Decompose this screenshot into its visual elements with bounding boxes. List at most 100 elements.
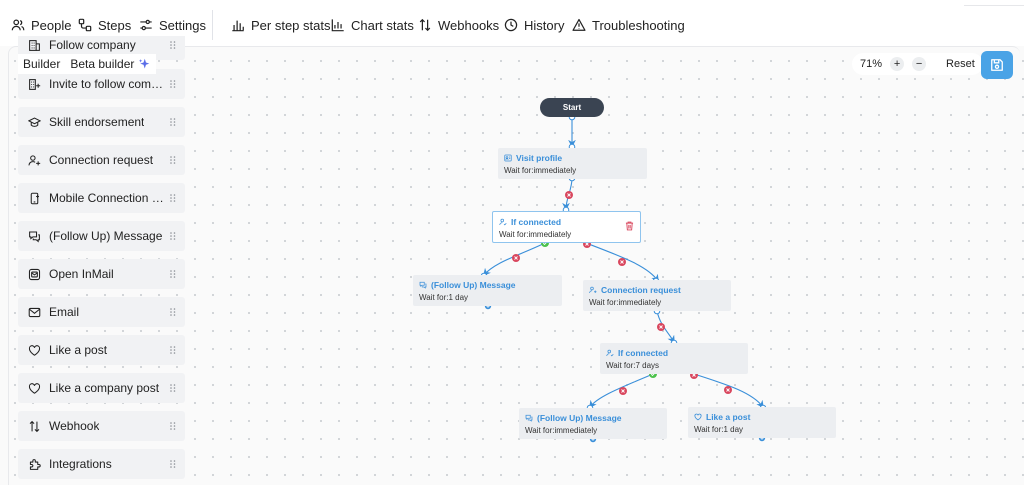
drag-handle-icon[interactable] xyxy=(170,270,176,278)
tab-settings[interactable]: Settings xyxy=(139,14,206,36)
palette-item-like-a-post[interactable]: Like a post xyxy=(18,335,185,365)
palette-item-label: Invite to follow comp... xyxy=(49,77,165,91)
palette-item-invite-to-follow-company[interactable]: Invite to follow comp... xyxy=(18,69,185,99)
drag-handle-icon[interactable] xyxy=(170,460,176,468)
save-button[interactable] xyxy=(981,51,1013,79)
palette-item-label: Email xyxy=(49,305,80,319)
tab-settings-label: Settings xyxy=(159,17,206,33)
flow-node-title: Like a post xyxy=(706,412,751,422)
zoom-level: 71% xyxy=(860,58,883,70)
profile-card-icon xyxy=(504,154,512,162)
palette-item-follow-up-message[interactable]: (Follow Up) Message xyxy=(18,221,185,251)
tab-people[interactable]: People xyxy=(11,14,71,36)
tab-history[interactable]: History xyxy=(504,14,564,36)
top-right-border xyxy=(964,0,1024,6)
palette-item-mobile-connection-request[interactable]: Mobile Connection R... xyxy=(18,183,185,213)
flow-node-title: (Follow Up) Message xyxy=(431,280,516,290)
chat-bubbles-icon xyxy=(525,414,533,422)
flow-node-follow-up-message-1[interactable]: (Follow Up) Message Wait for:1 day xyxy=(413,275,562,306)
zoom-in-button[interactable]: + xyxy=(890,57,905,71)
flow-node-wait: Wait for:immediately xyxy=(525,426,598,435)
chat-bubbles-icon xyxy=(29,231,40,242)
steps-palette[interactable]: Follow company Invite to follow comp... … xyxy=(18,36,186,485)
drag-handle-icon[interactable] xyxy=(170,118,176,126)
warning-icon xyxy=(572,18,586,31)
flow-node-if-connected-2[interactable]: If connected Wait for:7 days xyxy=(600,343,748,374)
flow-node-wait: Wait for:7 days xyxy=(606,361,660,370)
drag-handle-icon[interactable] xyxy=(170,308,176,316)
chat-bubbles-icon xyxy=(419,281,427,289)
zoom-controls: 71% + − Reset xyxy=(852,53,983,75)
drag-handle-icon[interactable] xyxy=(170,232,176,240)
palette-item-integrations[interactable]: Integrations xyxy=(18,449,185,479)
builder-tabs: Builder Beta builder xyxy=(18,54,157,74)
tab-per-step-stats-label: Per step stats xyxy=(251,17,331,33)
palette-item-webhook[interactable]: Webhook xyxy=(18,411,185,441)
tab-troubleshooting-label: Troubleshooting xyxy=(592,17,685,33)
people-icon xyxy=(11,19,25,31)
user-check-icon xyxy=(499,218,507,226)
drag-handle-icon[interactable] xyxy=(170,41,176,49)
palette-item-label: Open InMail xyxy=(49,267,114,281)
flow-node-connection-request[interactable]: Connection request Wait for:immediately xyxy=(583,280,731,311)
flow-node-wait: Wait for:immediately xyxy=(589,298,662,307)
tab-history-label: History xyxy=(524,17,565,33)
tab-beta-builder-label: Beta builder xyxy=(70,57,135,71)
tab-people-label: People xyxy=(31,17,72,33)
user-check-icon xyxy=(606,349,614,357)
bar-chart-icon xyxy=(232,20,244,32)
palette-item-connection-request[interactable]: Connection request xyxy=(18,145,185,175)
palette-item-label: (Follow Up) Message xyxy=(49,229,163,243)
drag-handle-icon[interactable] xyxy=(170,80,176,88)
tab-builder[interactable]: Builder xyxy=(23,57,61,71)
building-icon xyxy=(29,39,40,51)
zoom-out-button[interactable]: − xyxy=(912,57,927,71)
nav-divider xyxy=(212,10,213,40)
puzzle-icon xyxy=(29,458,41,470)
flow-node-wait: Wait for:immediately xyxy=(499,230,572,239)
palette-item-label: Like a company post xyxy=(49,381,160,395)
trash-icon[interactable] xyxy=(625,221,634,231)
drag-handle-icon[interactable] xyxy=(170,422,176,430)
user-plus-icon xyxy=(589,286,597,294)
flow-node-title: If connected xyxy=(511,217,562,227)
palette-item-label: Connection request xyxy=(49,153,154,167)
tab-chart-stats[interactable]: Chart stats xyxy=(331,14,414,36)
user-plus-icon xyxy=(28,154,41,165)
heart-icon xyxy=(694,413,702,421)
tab-troubleshooting[interactable]: Troubleshooting xyxy=(572,14,685,36)
flow-node-wait: Wait for:1 day xyxy=(694,425,744,434)
drag-handle-icon[interactable] xyxy=(170,384,176,392)
reset-zoom-button[interactable]: Reset xyxy=(946,58,975,70)
flow-node-title: If connected xyxy=(618,348,669,358)
flow-node-like-a-post[interactable]: Like a post Wait for:1 day xyxy=(688,407,836,438)
drag-handle-icon[interactable] xyxy=(170,156,176,164)
palette-item-like-a-company-post[interactable]: Like a company post xyxy=(18,373,185,403)
envelope-icon xyxy=(28,307,41,317)
flow-node-if-connected-1[interactable]: If connected Wait for:immediately xyxy=(492,211,641,243)
building-invite-icon xyxy=(29,78,41,90)
palette-item-label: Integrations xyxy=(49,457,112,471)
drag-handle-icon[interactable] xyxy=(170,194,176,202)
graduation-cap-icon xyxy=(28,116,41,127)
clock-icon xyxy=(504,18,518,32)
heart-icon xyxy=(28,382,41,394)
palette-item-label: Follow company xyxy=(49,38,136,52)
tab-steps[interactable]: Steps xyxy=(78,14,132,44)
palette-item-skill-endorsement[interactable]: Skill endorsement xyxy=(18,107,185,137)
tab-per-step-stats[interactable]: Per step stats xyxy=(231,14,330,36)
drag-handle-icon[interactable] xyxy=(170,346,176,354)
chart-icon xyxy=(331,19,344,32)
flow-node-title: (Follow Up) Message xyxy=(537,413,622,423)
palette-item-label: Webhook xyxy=(49,419,100,433)
settings-sliders-icon xyxy=(140,19,152,31)
tab-beta-builder[interactable]: Beta builder xyxy=(70,56,150,72)
palette-item-email[interactable]: Email xyxy=(18,297,185,327)
flow-node-visit-profile[interactable]: Visit profile Wait for:immediately xyxy=(498,148,647,179)
palette-item-open-inmail[interactable]: Open InMail xyxy=(18,259,185,289)
tab-webhooks[interactable]: Webhooks xyxy=(418,14,499,36)
flow-node-wait: Wait for:1 day xyxy=(419,293,469,302)
start-node[interactable]: Start xyxy=(540,98,604,117)
heart-icon xyxy=(28,344,41,356)
flow-node-follow-up-message-2[interactable]: (Follow Up) Message Wait for:immediately xyxy=(519,408,667,439)
